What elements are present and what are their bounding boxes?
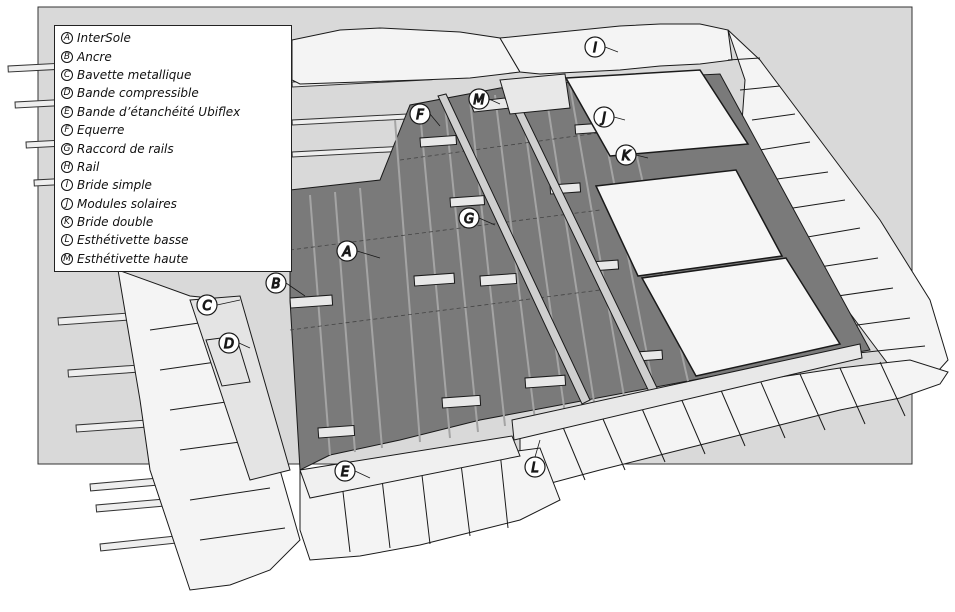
legend-letter: K xyxy=(61,216,73,229)
callout-B: B xyxy=(265,272,287,294)
callout-E: E xyxy=(334,460,356,482)
left-flashing xyxy=(189,295,291,481)
legend-item-k: K Bride double xyxy=(61,213,291,231)
lower-tile-rows xyxy=(117,269,949,591)
legend-label: Bride simple xyxy=(77,178,152,193)
legend-item-a: A InterSole xyxy=(61,29,291,47)
legend-letter: M xyxy=(61,252,73,265)
callout-L: L xyxy=(524,456,546,478)
callout-G-label: G xyxy=(464,212,474,227)
callout-I: I xyxy=(584,36,606,58)
upper-tile-rows xyxy=(291,23,949,381)
callout-A: A xyxy=(336,240,358,262)
lower-tile-separators xyxy=(149,319,906,553)
legend-letter: J xyxy=(61,197,73,210)
legend-label: InterSole xyxy=(77,31,131,46)
callout-F-label: F xyxy=(416,108,424,123)
legend-label: Rail xyxy=(77,159,100,174)
legend-label: Bande d’étanchéité Ubiflex xyxy=(77,104,241,119)
callout-M-label: M xyxy=(473,93,484,108)
legend-letter: G xyxy=(61,142,73,155)
legend-item-h: H Rail xyxy=(61,158,291,176)
callout-D-label: D xyxy=(224,337,234,352)
callouts: A B C D E F G I J K L M xyxy=(196,36,637,482)
legend-label: Esthétivette basse xyxy=(77,233,189,248)
legend-letter: F xyxy=(61,124,73,137)
ubiflex-band xyxy=(299,435,521,499)
callout-E-label: E xyxy=(341,465,350,480)
legend-label: Modules solaires xyxy=(77,196,177,211)
legend-item-j: J Modules solaires xyxy=(61,195,291,213)
callout-K-label: K xyxy=(622,149,632,164)
legend-letter: D xyxy=(61,87,73,100)
legend-letter: C xyxy=(61,68,73,81)
legend-item-g: G Raccord de rails xyxy=(61,139,291,157)
legend-item-l: L Esthétivette basse xyxy=(61,231,291,249)
legend-label: Bride double xyxy=(77,215,154,230)
callout-L-label: L xyxy=(531,461,538,476)
callout-J-label: J xyxy=(599,111,606,126)
callout-G: G xyxy=(458,207,480,229)
legend-label: Esthétivette haute xyxy=(77,251,189,266)
legend-label: Bande compressible xyxy=(77,86,199,101)
legend-item-e: E Bande d’étanchéité Ubiflex xyxy=(61,103,291,121)
legend-letter: B xyxy=(61,50,73,63)
legend-letter: I xyxy=(61,179,73,192)
legend-item-b: B Ancre xyxy=(61,47,291,65)
legend-label: Ancre xyxy=(77,49,112,64)
leader-lines xyxy=(216,46,649,479)
callout-C-label: C xyxy=(202,299,212,314)
legend-item-c: C Bavette metallique xyxy=(61,66,291,84)
legend-label: Equerre xyxy=(77,123,125,138)
callout-J: J xyxy=(593,106,615,128)
callout-I-label: I xyxy=(593,41,597,56)
anchors xyxy=(289,122,664,439)
legend-letter: H xyxy=(61,160,73,173)
legend-label: Raccord de rails xyxy=(77,141,174,156)
callout-A-label: A xyxy=(342,245,352,260)
callout-C: C xyxy=(196,294,218,316)
callout-B-label: B xyxy=(272,277,281,292)
legend-item-m: M Esthétivette haute xyxy=(61,250,291,268)
callout-K: K xyxy=(615,144,637,166)
lower-trim xyxy=(511,343,863,441)
legend-item-i: I Bride simple xyxy=(61,176,291,194)
legend-item-f: F Equerre xyxy=(61,121,291,139)
legend-item-d: D Bande compressible xyxy=(61,84,291,102)
legend-letter: E xyxy=(61,105,73,118)
callout-D: D xyxy=(218,332,240,354)
callout-F: F xyxy=(409,103,431,125)
legend-letter: A xyxy=(61,32,73,45)
legend-letter: L xyxy=(61,234,73,247)
solar-modules xyxy=(564,69,842,377)
right-tile-lines xyxy=(727,57,926,357)
callout-M: M xyxy=(468,88,490,110)
legend-label: Bavette metallique xyxy=(77,67,192,82)
